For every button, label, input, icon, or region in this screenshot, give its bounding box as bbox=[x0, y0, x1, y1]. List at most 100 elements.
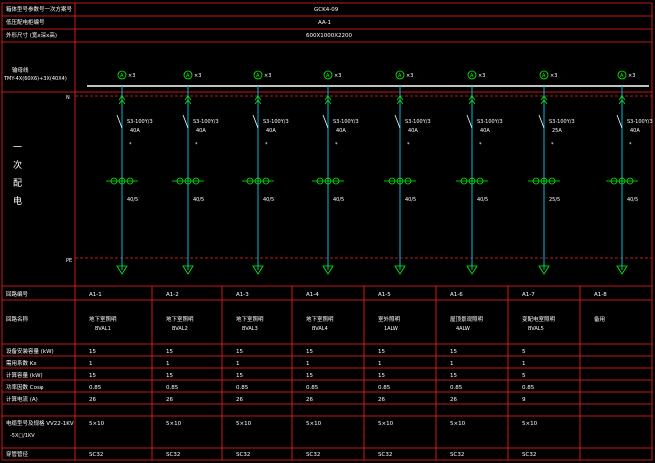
breaker-rating: 40A bbox=[408, 128, 418, 134]
table-cell-pipe: SC32 bbox=[450, 452, 464, 458]
plug-arrow-icon bbox=[618, 95, 626, 105]
table-cell-name: 室外照明 bbox=[378, 315, 401, 323]
table-cell-name2: BVAL4 bbox=[312, 326, 328, 332]
cable-subtitle: -5X□/1KV bbox=[10, 433, 35, 439]
table-cell-cap: 15 bbox=[306, 349, 313, 355]
outgoing-arrow-icon bbox=[616, 265, 628, 275]
trip-mark-icon: * bbox=[407, 142, 410, 148]
table-cell-code: A1-8 bbox=[594, 292, 607, 298]
outgoing-arrow-icon bbox=[322, 265, 334, 275]
breaker-rating: 40A bbox=[480, 128, 490, 134]
breaker-rating: 40A bbox=[196, 128, 206, 134]
breaker-rating: 40A bbox=[130, 128, 140, 134]
table-cell-code: A1-4 bbox=[306, 292, 319, 298]
meter-count: ×3 bbox=[128, 73, 135, 79]
side-title-char-1: 一 bbox=[13, 143, 22, 153]
ammeter-icon bbox=[253, 70, 263, 80]
table-cell-name2: BVAL2 bbox=[172, 326, 188, 332]
ammeter-icon bbox=[183, 70, 193, 80]
table-row-label: 功率因数 Cosφ bbox=[6, 383, 44, 391]
table-row-label: 计算容量 (kW) bbox=[6, 371, 43, 379]
table-cell-name2: 4ALW bbox=[456, 326, 470, 332]
table-cell-cur: 26 bbox=[89, 397, 96, 403]
breaker-model: S3-100Y/3 bbox=[263, 119, 289, 125]
table-cell-cap: 15 bbox=[166, 349, 173, 355]
outgoing-arrow-icon bbox=[252, 265, 264, 275]
table-cell-calc: 5 bbox=[522, 373, 526, 379]
table-cell-name: 地下室照明 bbox=[166, 315, 194, 323]
table-cell-code: A1-2 bbox=[166, 292, 179, 298]
table-cell-cable: 5×10 bbox=[89, 421, 105, 427]
table-cell-name: 地下室照明 bbox=[306, 315, 334, 323]
table-cell-name: 变配电室照明 bbox=[522, 315, 556, 323]
table-cell-cur: 26 bbox=[306, 397, 313, 403]
table-cell-name: 地下室照明 bbox=[236, 315, 264, 323]
table-cell-kx: 1 bbox=[522, 361, 526, 367]
breaker-rating: 40A bbox=[336, 128, 346, 134]
table-cell-kx: 1 bbox=[166, 361, 170, 367]
plug-arrow-icon bbox=[254, 95, 262, 105]
table-row-label: 回路名称 bbox=[6, 315, 29, 323]
table-cell-calc: 15 bbox=[236, 373, 243, 379]
header-label-cabinet-type: 箱体型号参数号一次方案号 bbox=[6, 5, 73, 13]
ammeter-icon bbox=[539, 70, 549, 80]
table-cell-code: A1-5 bbox=[378, 292, 391, 298]
breaker-model: S3-100Y/3 bbox=[549, 119, 575, 125]
table-cell-cap: 15 bbox=[450, 349, 457, 355]
ct-ratio: 40/5 bbox=[193, 197, 204, 203]
table-cell-pipe: SC32 bbox=[89, 452, 103, 458]
ammeter-symbol: A bbox=[470, 73, 474, 79]
table-cell-cur: 26 bbox=[166, 397, 173, 403]
table-cell-cur: 26 bbox=[450, 397, 457, 403]
header-value-cabinet-type: GCK4-09 bbox=[314, 7, 339, 13]
table-cell-pipe: SC32 bbox=[522, 452, 536, 458]
ct-ratio: 40/5 bbox=[127, 197, 138, 203]
breaker-model: S3-100Y/3 bbox=[193, 119, 219, 125]
breaker-switch-icon bbox=[182, 114, 189, 129]
ammeter-symbol: A bbox=[256, 73, 260, 79]
table-cell-code: A1-3 bbox=[236, 292, 249, 298]
plug-arrow-icon bbox=[184, 95, 192, 105]
trip-mark-icon: * bbox=[335, 142, 338, 148]
outgoing-arrow-icon bbox=[116, 265, 128, 275]
trip-mark-icon: * bbox=[629, 142, 632, 148]
table-cell-code: A1-1 bbox=[89, 292, 102, 298]
table-cell-calc: 15 bbox=[166, 373, 173, 379]
ammeter-symbol: A bbox=[620, 73, 624, 79]
plug-arrow-icon bbox=[540, 95, 548, 105]
table-row-label: 回路编号 bbox=[6, 290, 29, 298]
table-cell-cos: 0.85 bbox=[166, 385, 179, 391]
table-cell-cap: 15 bbox=[236, 349, 243, 355]
side-title-char-2: 次 bbox=[13, 159, 22, 171]
ammeter-symbol: A bbox=[120, 73, 124, 79]
header-block: 箱体型号参数号一次方案号 GCK4-09 低压配电柜编号 AA-1 外形尺寸 (… bbox=[3, 5, 353, 264]
table-cell-kx: 1 bbox=[450, 361, 454, 367]
plug-arrow-icon bbox=[396, 95, 404, 105]
breaker-switch-icon bbox=[116, 114, 123, 129]
busbar-spec: TMY-4X(60X6)+3X(40X4) bbox=[3, 76, 67, 82]
table-row-label: 设备安装容量 (kW) bbox=[6, 347, 54, 355]
ammeter-symbol: A bbox=[326, 73, 330, 79]
table-cell-name2: BVAL3 bbox=[242, 326, 258, 332]
ct-ratio: 25/5 bbox=[549, 197, 560, 203]
breaker-model: S3-100Y/3 bbox=[627, 119, 653, 125]
table-row-label: 需用系数 Kx bbox=[6, 359, 37, 367]
header-value-size: 600X1000X2200 bbox=[306, 33, 353, 39]
breaker-rating: 25A bbox=[552, 128, 562, 134]
ammeter-icon bbox=[395, 70, 405, 80]
breaker-model: S3-100Y/3 bbox=[405, 119, 431, 125]
breaker-switch-icon bbox=[616, 114, 623, 129]
table-cell-cable: 5×10 bbox=[166, 421, 182, 427]
trip-mark-icon: * bbox=[265, 142, 268, 148]
trip-mark-icon: * bbox=[479, 142, 482, 148]
table-cell-cable: 5×10 bbox=[450, 421, 466, 427]
table-cell-kx: 1 bbox=[378, 361, 382, 367]
table-cell-pipe: SC32 bbox=[306, 452, 320, 458]
